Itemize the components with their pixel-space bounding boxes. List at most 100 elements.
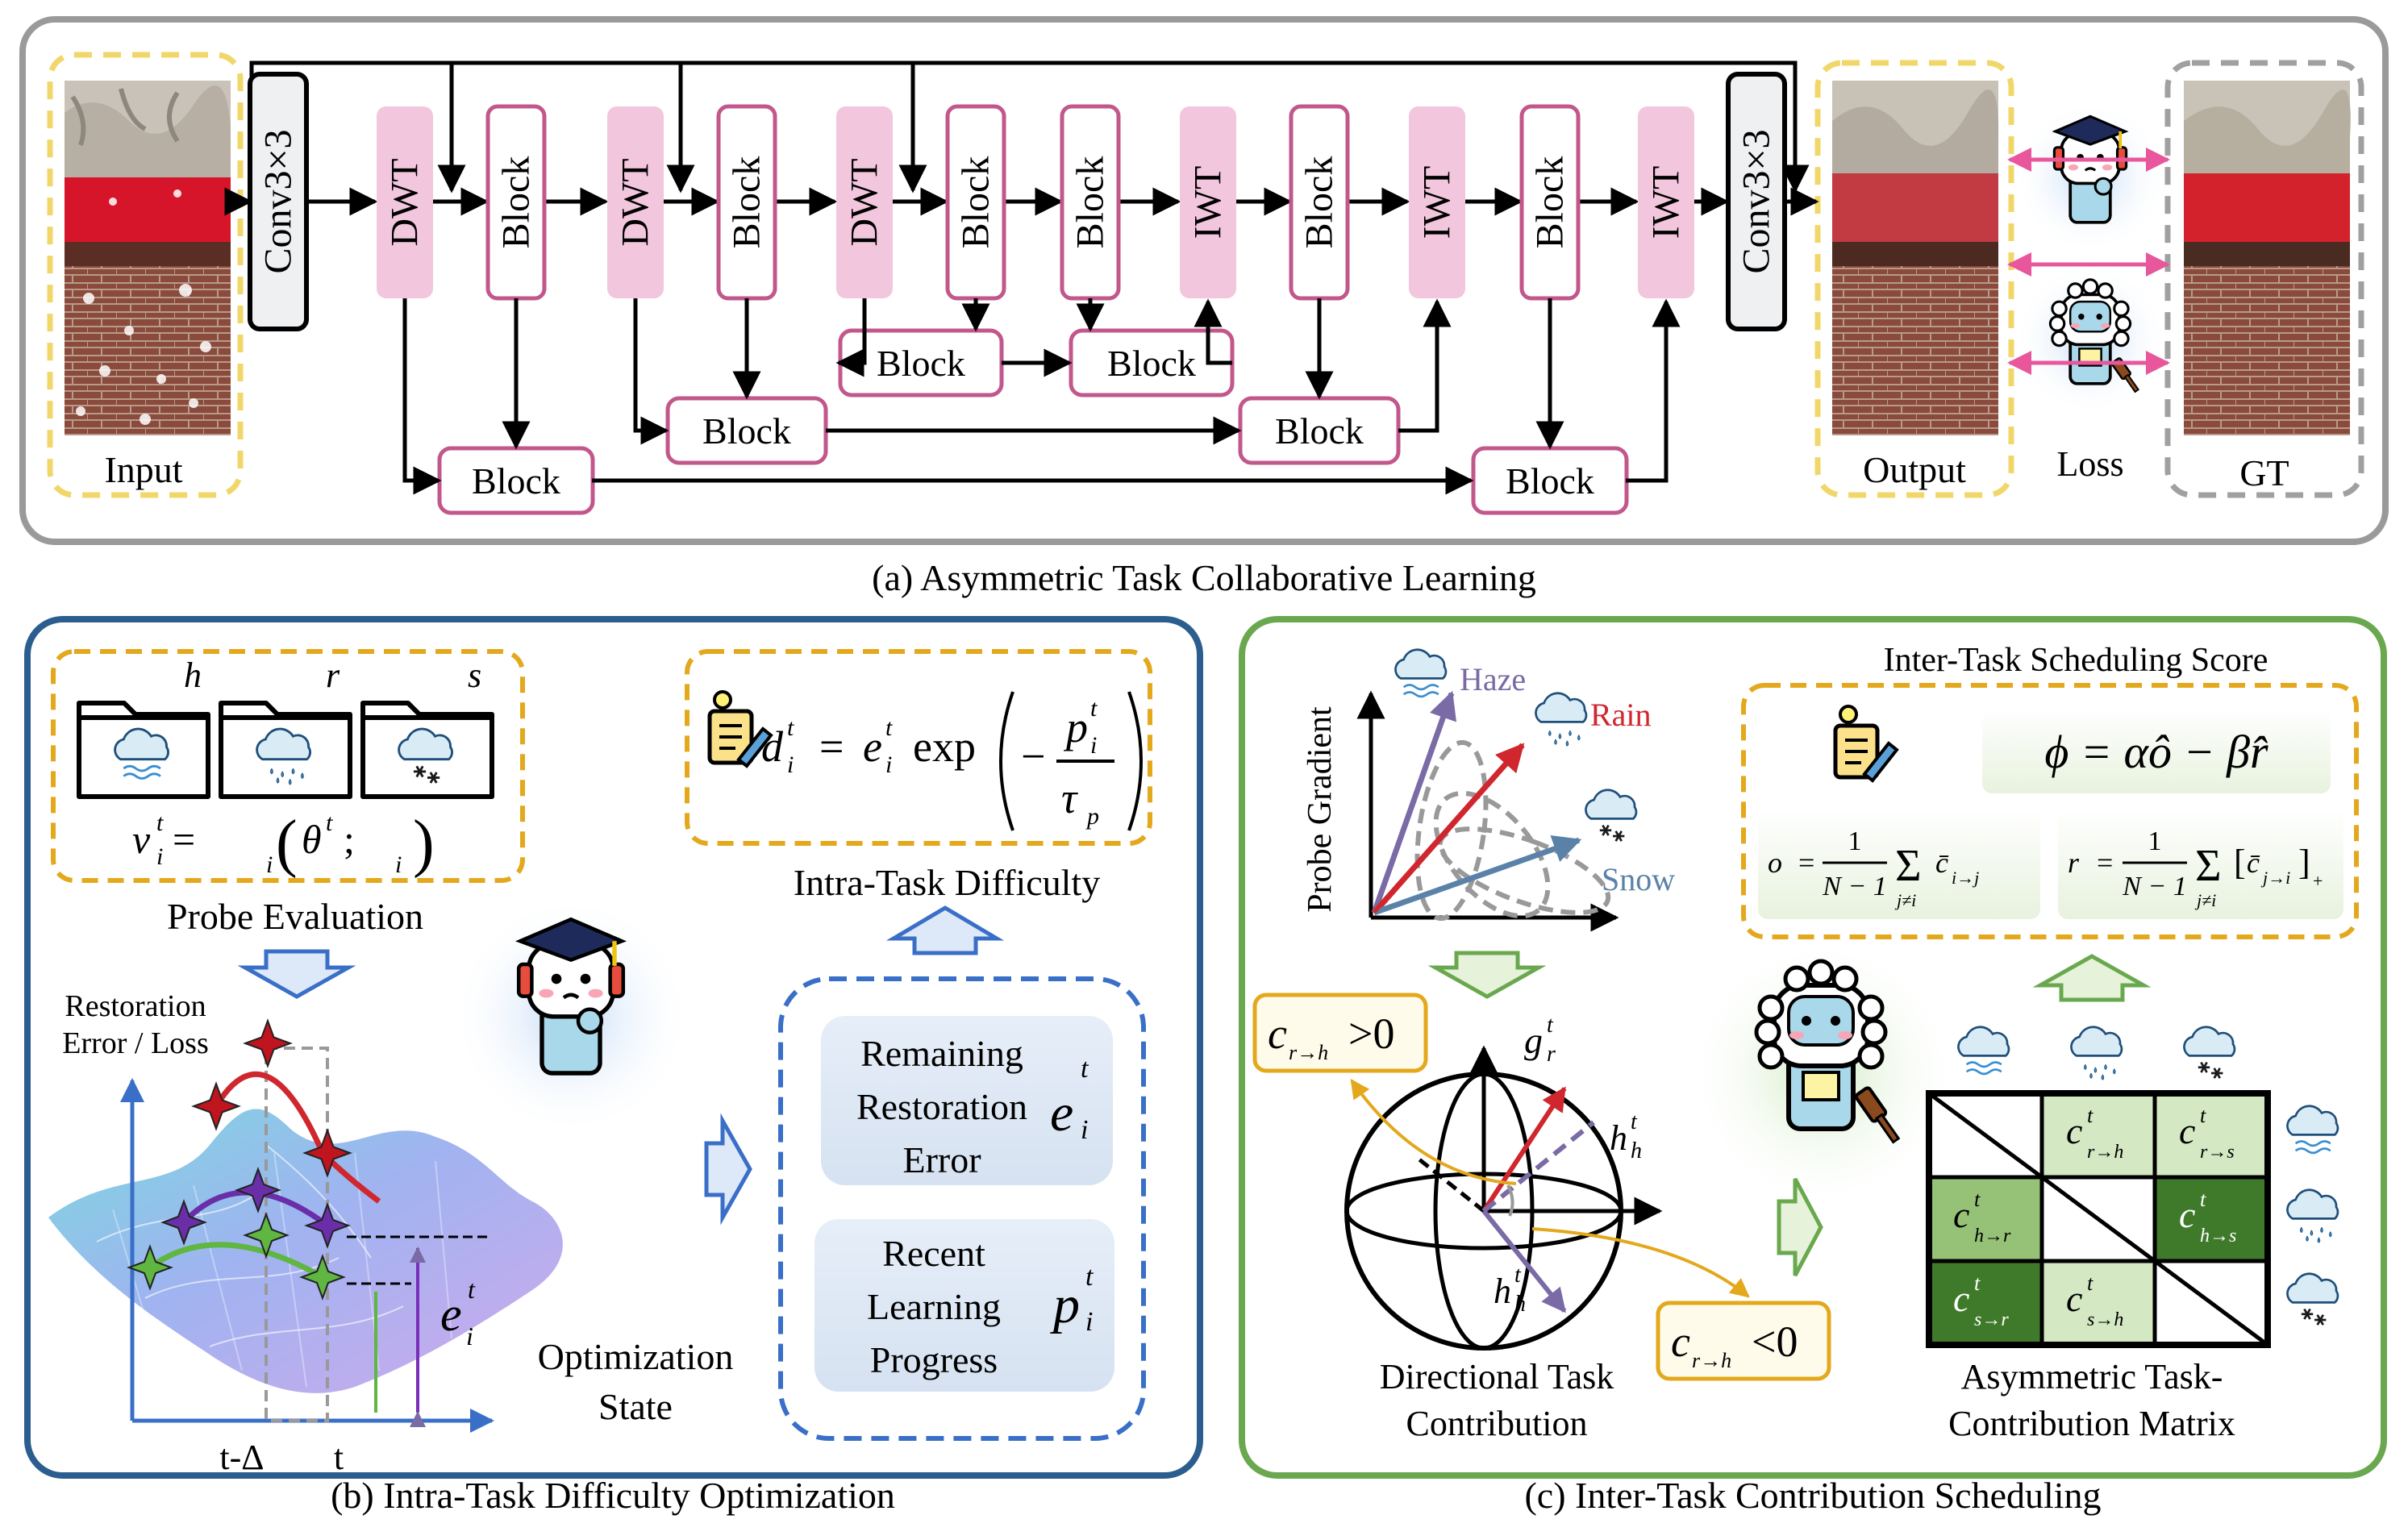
matrix-cell-0-2: [2152, 1091, 2270, 1180]
h-char-2: h: [1494, 1272, 1511, 1311]
node-solid-5: [836, 106, 893, 298]
diff-p-sup: t: [1090, 695, 1098, 722]
node-label: Conv3×3: [257, 129, 300, 273]
o-formula: o = 1 N − 1 Σ j≠i c̄ i→j: [1768, 826, 1979, 910]
notepad-pencil-icon: [707, 690, 773, 768]
matrix-cell-sub: s→h: [2087, 1309, 2123, 1330]
rain-drop: [1548, 730, 1552, 737]
rain-label: Rain: [1590, 697, 1652, 733]
snowflake: [1599, 824, 1612, 836]
green-star-1: [127, 1244, 173, 1291]
node-solid-3: [607, 106, 664, 298]
h-sup-2: t: [1514, 1263, 1522, 1288]
snowflake: [2314, 1314, 2327, 1326]
caption-c: (c) Inter-Task Contribution Scheduling: [1524, 1475, 2101, 1516]
diff-tau-sub: p: [1085, 803, 1099, 830]
red-star-1: [191, 1081, 241, 1131]
probe-down-arrow: [237, 949, 356, 999]
haze-wave: [1965, 1061, 2002, 1068]
phi-formula: ϕ = αô − βr̂: [2044, 726, 2268, 778]
matrix-cell-0-1: [2039, 1091, 2157, 1180]
diff-tau: τ: [1061, 774, 1078, 822]
h-h-upper: [1482, 1120, 1595, 1213]
diff-d-sup: t: [787, 714, 794, 741]
probe-rparen: ): [413, 808, 435, 879]
probe-sep: ;: [344, 817, 355, 862]
input-image: [65, 81, 231, 435]
matrix-diagonal: [2153, 1259, 2269, 1347]
recent-1: Recent: [882, 1233, 985, 1274]
g-sub: r: [1547, 1042, 1556, 1067]
node-label: DWT: [384, 158, 427, 246]
output-image: [1832, 81, 1999, 435]
diff-e-sup: t: [885, 714, 893, 741]
node-label: Block: [495, 156, 538, 249]
snowflake: [1613, 830, 1625, 842]
matrix-weather-icons: [1957, 1026, 2339, 1326]
matrix-col-rain-icon: [2070, 1026, 2123, 1080]
loss-label: Loss: [2056, 444, 2123, 484]
phi-box: [1982, 710, 2331, 793]
panel-a-frame: [19, 16, 2389, 545]
diff-d: d: [761, 722, 784, 771]
remaining-e-sup: t: [1081, 1054, 1089, 1084]
cloud-shape: [1585, 789, 1638, 820]
matrix-row-rain-icon: [2286, 1188, 2339, 1243]
diff-eq: =: [819, 722, 844, 771]
matrix-cell-sub: h→s: [2200, 1226, 2236, 1247]
folder-tag-s: s: [468, 656, 481, 695]
probe-evaluation-label: Probe Evaluation: [167, 896, 423, 937]
intra-task-difficulty-label: Intra-Task Difficulty: [794, 862, 1100, 903]
matrix-cell-sup: t: [2087, 1104, 2093, 1127]
node-label: DWT: [844, 158, 886, 246]
rain-drop: [2317, 1237, 2321, 1243]
matrix-label-1: Asymmetric Task-: [1961, 1357, 2223, 1396]
rain-drop: [2104, 1063, 2107, 1071]
matrix-cell-sub: r→h: [2087, 1142, 2123, 1163]
c-pos-c: c: [1268, 1009, 1287, 1058]
optimization-state-2: State: [598, 1386, 673, 1427]
green-star-2: [243, 1212, 290, 1259]
probe-theta: θ: [302, 817, 322, 862]
purple-star-1: [160, 1199, 207, 1246]
rain-drop: [2101, 1074, 2105, 1080]
r-den: N − 1: [2122, 872, 2187, 901]
matrix-row-haze-icon: [2286, 1105, 2339, 1155]
c-pos-rel: >0: [1348, 1009, 1394, 1058]
remaining-1: Remaining: [860, 1033, 1023, 1074]
judge-to-matrix-arrow: [1777, 1177, 1823, 1277]
cloud-shape: [1957, 1026, 2010, 1057]
diff-exp: exp: [913, 722, 976, 771]
x-tick-t-delta: t-Δ: [219, 1438, 264, 1477]
cloud-shape: [2183, 1026, 2236, 1057]
rain-drop: [1558, 733, 1562, 739]
node-label: IWT: [1187, 166, 1230, 239]
o-eq: =: [1798, 847, 1814, 879]
panel-a: Input Output GT: [19, 16, 2389, 545]
node-solid-1: [377, 106, 433, 298]
flake-arm: [2200, 1061, 2208, 1073]
diff-p: p: [1063, 703, 1088, 751]
haze-wave: [2294, 1147, 2331, 1155]
matrix-border: [1926, 1090, 2271, 1348]
directional-2: Contribution: [1406, 1404, 1588, 1443]
probe-gradient-label: Probe Gradient: [1302, 706, 1339, 913]
matrix-cell-c: c: [2066, 1110, 2082, 1151]
rain-drop: [301, 772, 304, 780]
c-neg-sub: r→h: [1692, 1349, 1731, 1372]
red-curve: [214, 1071, 381, 1204]
recent-3: Progress: [870, 1339, 998, 1380]
output-dashed-box: [1814, 60, 2014, 498]
recent-p-sub: i: [1085, 1307, 1093, 1337]
probe-dashed-box: [51, 649, 525, 883]
node-label: Conv3×3: [1735, 129, 1778, 273]
matrix-col-haze-icon: [1957, 1026, 2010, 1076]
y-axis-label-1: Restoration: [65, 989, 206, 1023]
state-right-arrow: [704, 1113, 752, 1226]
matrix-col-snow-icon: [2183, 1026, 2236, 1079]
matrix-cell-c: c: [1953, 1194, 1969, 1235]
probe-eq: =: [173, 817, 195, 862]
rain-drop: [2310, 1230, 2314, 1236]
